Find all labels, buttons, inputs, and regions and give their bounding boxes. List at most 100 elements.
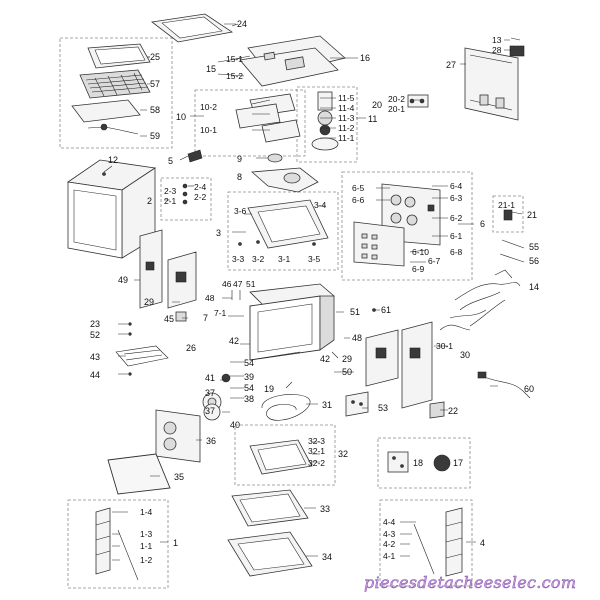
part-25-tray — [87, 43, 151, 69]
group-box-3 — [227, 191, 339, 271]
label-9: 9 — [237, 154, 242, 164]
label-4-3: 4-3 — [383, 529, 396, 539]
label-29b: 29 — [342, 354, 352, 364]
label-33: 33 — [320, 504, 330, 514]
label-18: 18 — [413, 458, 423, 468]
part-57-grill-rack — [79, 69, 151, 99]
label-50: 50 — [342, 367, 352, 377]
part-28-vent — [509, 45, 525, 57]
label-7: 7 — [203, 313, 208, 323]
label-21: 21 — [527, 210, 537, 220]
part-29-left-panel — [167, 251, 197, 309]
label-3-6: 3-6 — [234, 206, 247, 216]
label-6-1: 6-1 — [450, 231, 463, 241]
part-34-base-frame — [227, 531, 313, 577]
part-22-bracket — [429, 401, 445, 419]
label-40: 40 — [230, 420, 240, 430]
label-2-4: 2-4 — [194, 182, 207, 192]
label-44: 44 — [90, 370, 100, 380]
label-1: 1 — [173, 538, 178, 548]
label-45: 45 — [164, 314, 174, 324]
label-11-2: 11-2 — [338, 123, 355, 133]
label-54a: 54 — [244, 358, 254, 368]
label-27: 27 — [446, 60, 456, 70]
leader-lines — [103, 23, 523, 561]
label-47: 47 — [233, 279, 243, 289]
part-17-seal — [433, 454, 451, 472]
label-42a: 42 — [229, 336, 239, 346]
label-2-1: 2-1 — [164, 196, 177, 206]
label-6-4: 6-4 — [450, 181, 463, 191]
label-41: 41 — [205, 373, 215, 383]
label-20-1: 20-1 — [388, 104, 405, 114]
part-2-fasteners — [182, 183, 194, 205]
part-53-plate — [345, 391, 369, 417]
part-7-oven-cavity — [249, 283, 335, 361]
part-35-door-glass — [107, 453, 171, 495]
label-39: 39 — [244, 372, 254, 382]
label-29a: 29 — [144, 297, 154, 307]
label-17: 17 — [453, 458, 463, 468]
label-14: 14 — [529, 282, 539, 292]
label-5: 5 — [168, 156, 173, 166]
label-48a: 48 — [205, 293, 215, 303]
label-10-1: 10-1 — [200, 125, 217, 135]
label-19: 19 — [264, 384, 274, 394]
watermark: piecesdetacheeselec.com — [364, 573, 576, 592]
label-4-4: 4-4 — [383, 517, 396, 527]
part-33-tray — [231, 489, 309, 527]
label-1-3: 1-3 — [140, 529, 153, 539]
part-43-grill-element — [115, 345, 169, 367]
label-11-5: 11-5 — [338, 93, 355, 103]
part-46-47-screws — [231, 290, 241, 300]
label-53: 53 — [378, 403, 388, 413]
label-59: 59 — [150, 131, 160, 141]
label-61: 61 — [381, 305, 391, 315]
label-30-1: 30-1 — [436, 341, 453, 351]
label-7-1: 7-1 — [214, 308, 227, 318]
label-30: 30 — [460, 350, 470, 360]
label-48b: 48 — [352, 333, 362, 343]
label-21-1: 21-1 — [498, 200, 515, 210]
label-23: 23 — [90, 319, 100, 329]
label-60: 60 — [524, 384, 534, 394]
label-37b: 37 — [205, 406, 215, 416]
part-9-knob — [267, 153, 283, 163]
label-46: 46 — [222, 279, 232, 289]
group-box-32 — [234, 424, 336, 486]
label-1-1: 1-1 — [140, 541, 153, 551]
part-18-plate — [387, 451, 409, 473]
part-23-52-44-screws — [128, 322, 132, 376]
part-36-rear-cover — [155, 409, 201, 463]
label-15-1: 15-1 — [226, 54, 243, 64]
group-box-tray-set — [59, 37, 173, 149]
part-13-screw — [510, 37, 521, 41]
label-55: 55 — [529, 242, 539, 252]
label-28: 28 — [492, 45, 502, 55]
label-2-3: 2-3 — [164, 186, 177, 196]
label-32-2: 32-2 — [308, 458, 325, 468]
label-38: 38 — [244, 394, 254, 404]
label-10-2: 10-2 — [200, 102, 217, 112]
group-box-21 — [492, 195, 524, 233]
label-32-1: 32-1 — [308, 446, 325, 456]
label-3-2: 3-2 — [252, 254, 265, 264]
label-10: 10 — [176, 112, 186, 122]
part-12-outer-casing — [66, 159, 157, 259]
label-6-3: 6-3 — [450, 193, 463, 203]
label-15: 15 — [206, 64, 216, 74]
part-21-sensor — [503, 209, 513, 221]
label-57: 57 — [150, 79, 160, 89]
part-16-top-panel — [239, 35, 346, 87]
label-6-10: 6-10 — [412, 247, 429, 257]
label-49: 49 — [118, 275, 128, 285]
part-31-heating-element — [261, 381, 311, 421]
label-3: 3 — [216, 228, 221, 238]
label-20: 20 — [372, 100, 382, 110]
group-box-4 — [379, 499, 473, 587]
label-6-9: 6-9 — [412, 264, 425, 274]
part-39-fan-blade — [221, 373, 231, 383]
label-8: 8 — [237, 172, 242, 182]
label-2-2: 2-2 — [194, 192, 207, 202]
